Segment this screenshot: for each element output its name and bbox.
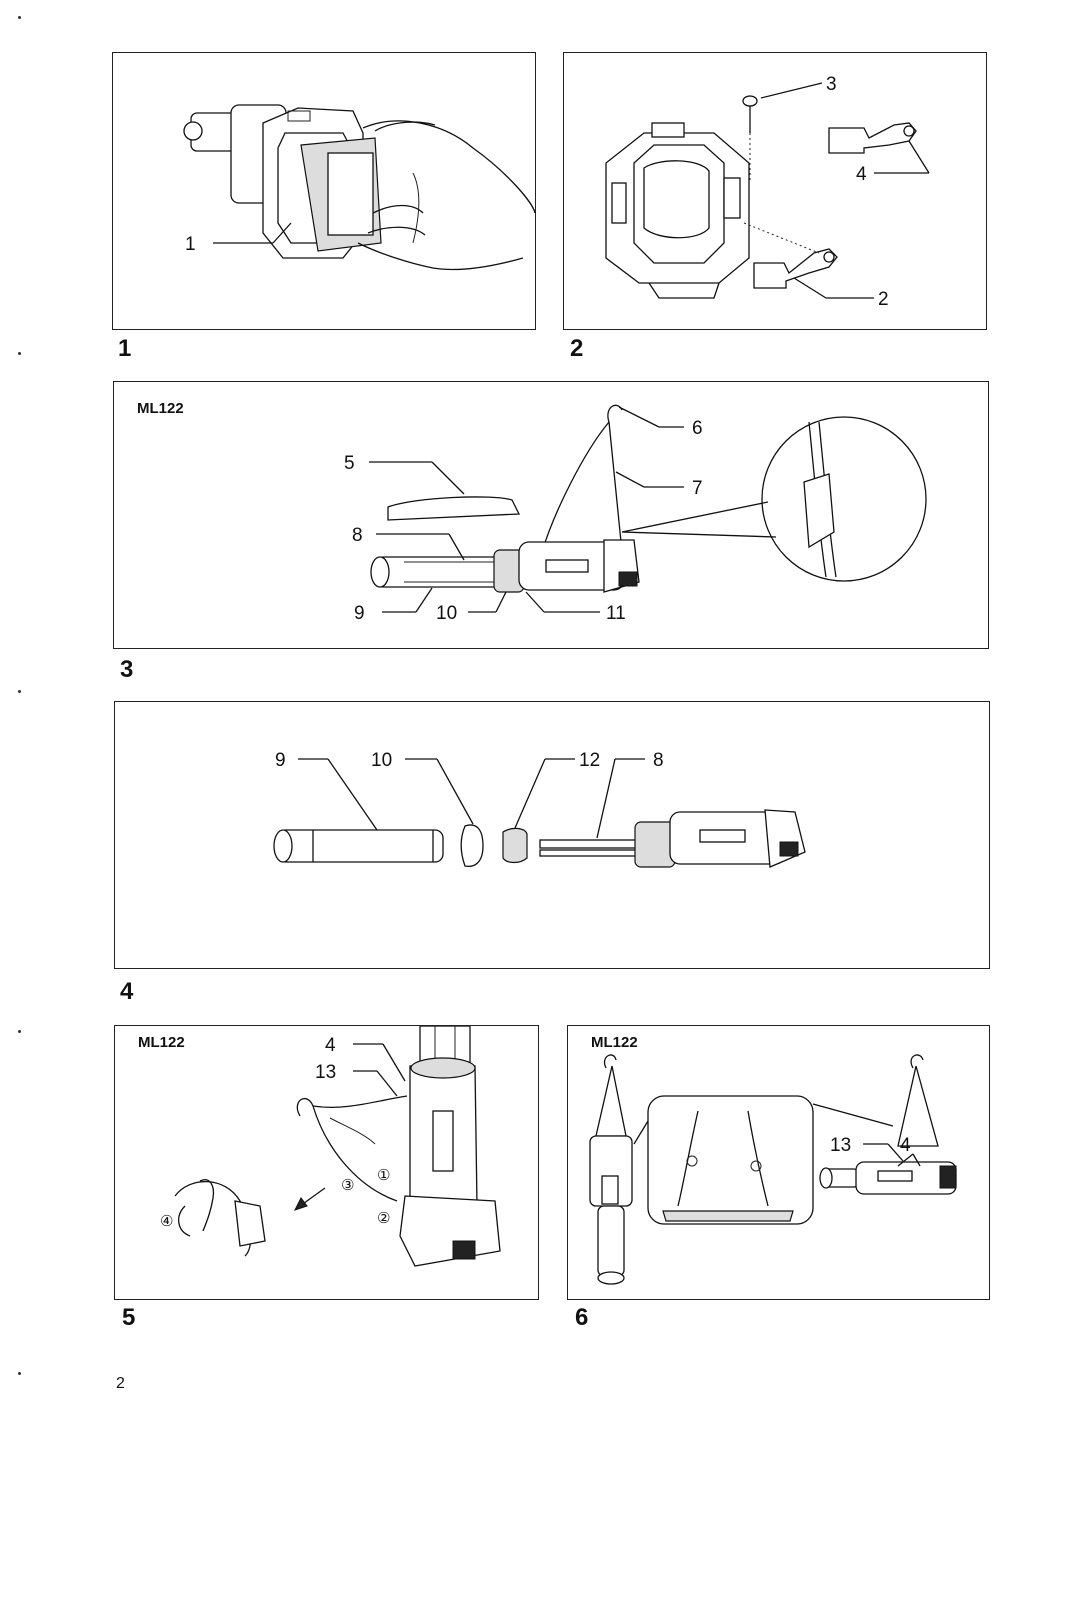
margin-dot	[18, 1372, 21, 1375]
figure-6-model-label: ML122	[591, 1034, 638, 1051]
figure-4-number: 4	[120, 978, 134, 1005]
figure-6-panel: ML122 13 4	[567, 1025, 990, 1300]
figure-6-illustration: 13 4	[589, 1054, 957, 1285]
callout-7: 7	[692, 478, 703, 499]
fig4-callout-10: 10	[371, 750, 392, 771]
step-3: ③	[341, 1176, 354, 1194]
figure-5-illustration: 4 13 ③ ① ② ④	[160, 1026, 501, 1267]
fig6-callout-13: 13	[830, 1135, 851, 1156]
figure-2-illustration: 3 4 2	[605, 74, 930, 310]
step-1: ①	[377, 1166, 390, 1184]
callout-6: 6	[692, 418, 703, 439]
margin-dot	[18, 16, 21, 19]
margin-dot	[18, 352, 21, 355]
page-number: 2	[116, 1375, 125, 1392]
figure-2-panel: 3 4 2	[563, 52, 987, 330]
fig4-callout-8: 8	[653, 750, 664, 771]
figure-2-number: 2	[570, 335, 584, 362]
callout-4: 4	[856, 164, 867, 185]
step-4: ④	[160, 1212, 173, 1230]
margin-dot	[18, 1030, 21, 1033]
fig5-callout-4: 4	[325, 1035, 336, 1056]
callout-11: 11	[606, 603, 626, 624]
callout-8: 8	[352, 525, 363, 546]
callout-2: 2	[878, 289, 889, 310]
callout-5: 5	[344, 453, 355, 474]
figure-3-number: 3	[120, 656, 134, 683]
fig5-callout-13: 13	[315, 1062, 336, 1083]
figure-1-illustration: 1	[183, 104, 536, 271]
figure-5-model-label: ML122	[138, 1034, 185, 1051]
figure-3-model-label: ML122	[137, 400, 184, 417]
figure-1-panel: 1	[112, 52, 536, 330]
figure-3-panel: ML122 6 7 5 8 9 10	[113, 381, 989, 649]
figure-4-panel: 9 10 12 8	[114, 701, 990, 969]
callout-9: 9	[354, 603, 365, 624]
fig4-callout-9: 9	[275, 750, 286, 771]
figure-5-panel: ML122 4 13 ③ ① ② ④	[114, 1025, 539, 1300]
figure-3-illustration: 6 7 5 8 9 10 11	[344, 404, 927, 624]
fig4-callout-12: 12	[579, 750, 600, 771]
fig6-callout-4: 4	[900, 1135, 911, 1156]
figure-5-number: 5	[122, 1304, 136, 1331]
figure-1-number: 1	[118, 335, 132, 362]
step-2: ②	[377, 1209, 390, 1227]
margin-dot	[18, 690, 21, 693]
figure-6-number: 6	[575, 1304, 589, 1331]
figure-4-illustration: 9 10 12 8	[273, 750, 806, 868]
callout-3: 3	[826, 74, 837, 95]
callout-10: 10	[436, 603, 457, 624]
callout-1: 1	[185, 234, 196, 255]
